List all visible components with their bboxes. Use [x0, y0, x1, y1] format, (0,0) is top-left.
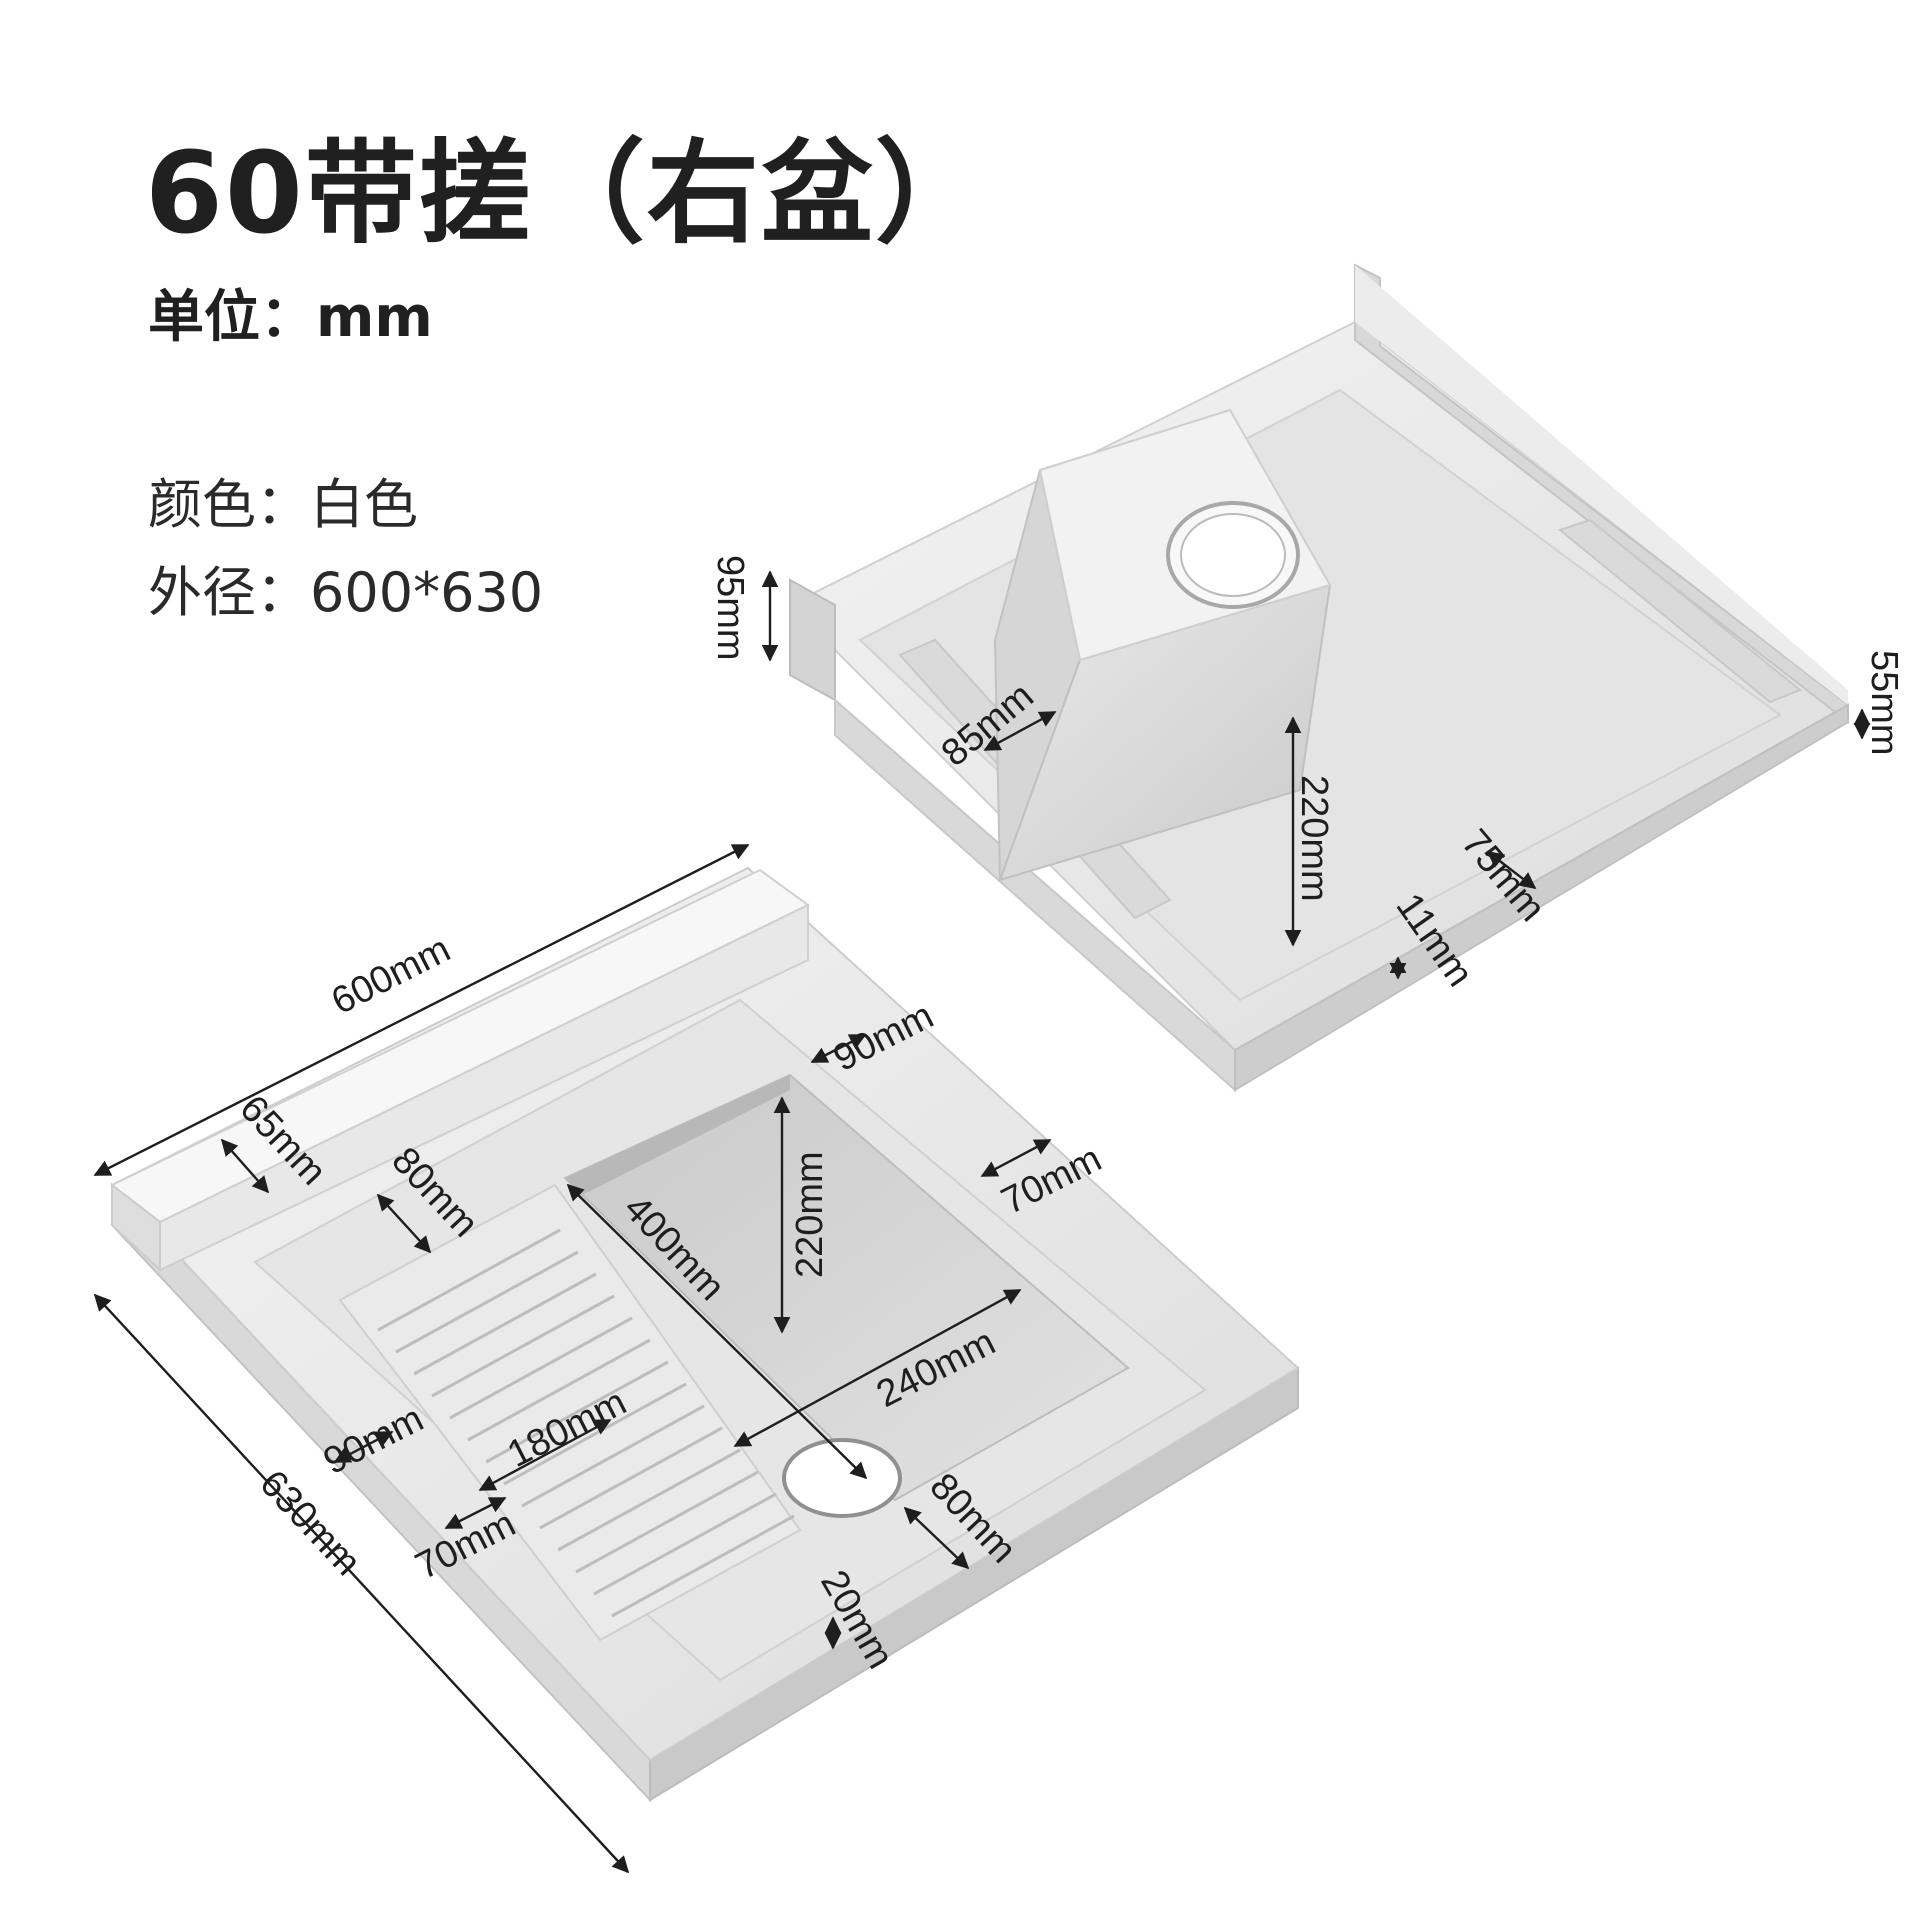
drain-hole [782, 1438, 902, 1518]
underside-rib [1557, 518, 1802, 704]
size-spec: 外径：600*630 [148, 566, 543, 620]
color-label: 颜色： [148, 473, 310, 536]
dim-line-width [93, 843, 750, 1177]
product-title: 60带搓（右盆） [145, 129, 989, 259]
size-label: 外径： [148, 561, 310, 624]
color-value: 白色 [310, 473, 418, 536]
color-spec: 颜色：白色 [148, 478, 418, 532]
top-view [110, 866, 1300, 1803]
dim-backsplash-height: 95mm [709, 555, 751, 661]
dim-line-depth [93, 1293, 630, 1874]
unit-label: 单位：mm [148, 285, 433, 350]
dim-side-wall: 55mm [1863, 650, 1905, 756]
underside-view [788, 263, 1850, 1093]
dim-underside-basin-depth: 220mm [1293, 775, 1335, 902]
size-value: 600*630 [310, 561, 544, 624]
dim-overall-width: 600mm [325, 928, 457, 1023]
dim-basin-depth: 220mm [789, 1151, 831, 1278]
